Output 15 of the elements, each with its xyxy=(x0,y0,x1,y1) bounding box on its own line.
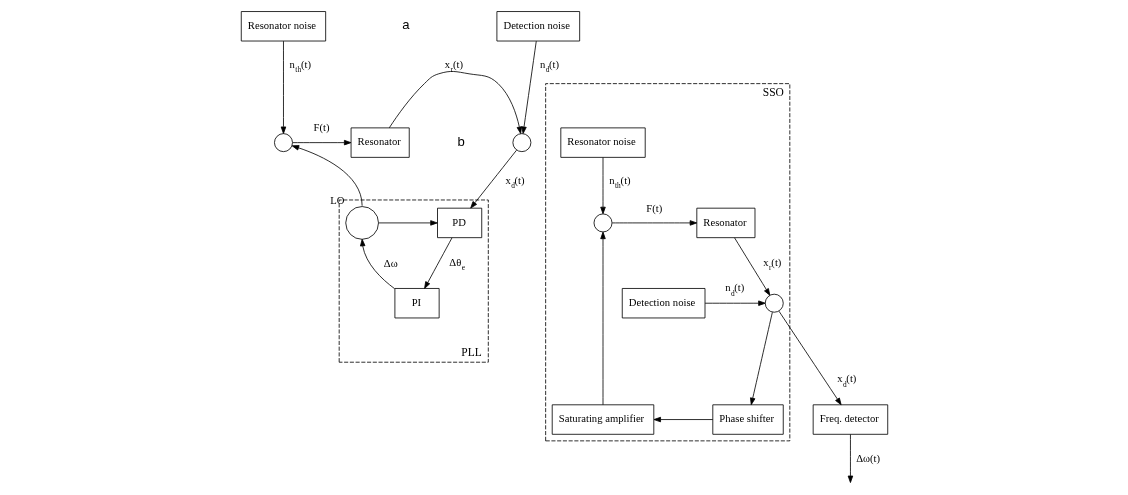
edge-label: x$_{d}$(t) xyxy=(836,373,856,389)
edge-label: Δω xyxy=(383,257,398,269)
edge-label: x$_{d}$(t) xyxy=(505,174,525,191)
edge-label: F(t) xyxy=(645,202,662,214)
edge-label: n$_{d}$(t) xyxy=(724,282,744,298)
edge-label: n$_{d}$(t) xyxy=(539,58,559,75)
label: b xyxy=(457,133,465,149)
edge-label: F(t) xyxy=(313,122,330,134)
edge-label: Δω(t) xyxy=(855,452,880,464)
edge-label: n$_{th}$(t) xyxy=(289,58,311,75)
edge-label: x$_{r}$(t) xyxy=(444,58,463,75)
edge-label: n$_{th}$(t) xyxy=(608,174,631,191)
edge-label: Δθ$_{e}$ xyxy=(448,256,465,273)
edge-label: x$_{r}$(t) xyxy=(762,256,781,273)
label: a xyxy=(401,17,410,33)
